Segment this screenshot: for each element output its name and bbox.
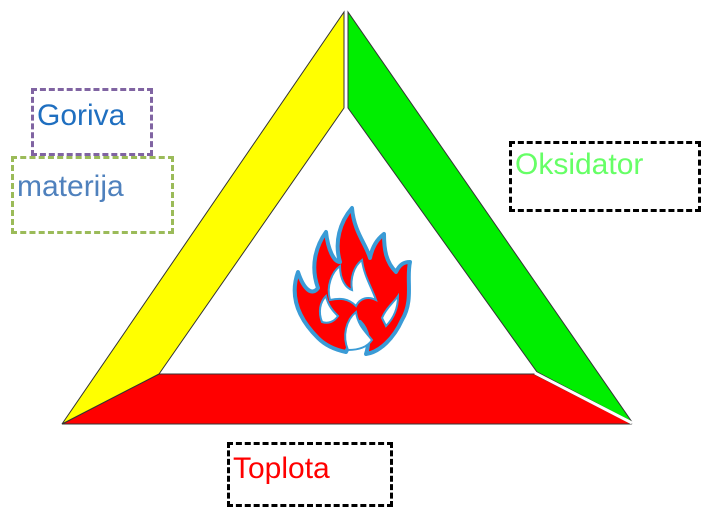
fire-icon [292,206,412,356]
fuel-label-line1: Goriva [37,99,126,132]
oxygen-label: Oksidator [515,148,644,181]
fuel-label-line2: materija [17,170,124,203]
heat-side [61,373,633,425]
oxygen-label-box: Oksidator [509,141,701,212]
fuel-side [61,10,345,425]
fuel-label-box: Goriva [31,88,153,156]
oxygen-side [347,10,633,423]
heat-label: Toplota [233,452,330,485]
heat-label-box: Toplota [227,442,393,507]
fuel-label-box-2: materija [11,156,174,234]
